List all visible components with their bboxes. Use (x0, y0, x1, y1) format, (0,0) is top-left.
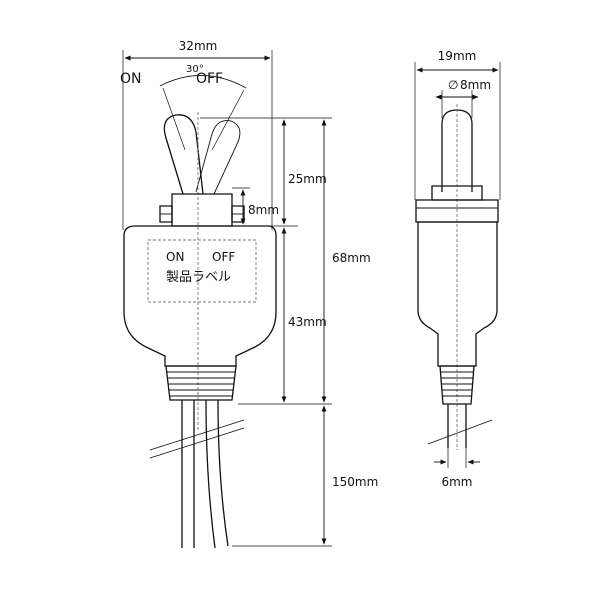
side-nut (415, 199, 499, 223)
on-position-label: ON (120, 71, 142, 87)
front-view: 32mm ON OFF 30° ON OFF 製品ラベル (120, 39, 378, 549)
product-label-name: 製品ラベル (166, 270, 231, 285)
angle-label: 30° (186, 64, 204, 75)
toggle-lever-on (163, 114, 204, 195)
side-strain-relief (439, 365, 475, 405)
side-view: 19mm ∅ 8mm (414, 49, 501, 489)
bushing (171, 193, 233, 227)
width-label: 32mm (179, 39, 218, 53)
lead-spacing-label: 6mm (441, 475, 472, 489)
nut-left (159, 205, 173, 223)
diameter-label: 8mm (460, 78, 491, 92)
total-height-label: 68mm (332, 251, 371, 265)
bushing-height-label: 8mm (248, 203, 279, 217)
body-height-label: 43mm (288, 315, 327, 329)
side-width-label: 19mm (438, 49, 477, 63)
lead-wires (149, 399, 245, 549)
side-body (417, 221, 498, 367)
lever-height-label: 25mm (288, 172, 327, 186)
product-label-on: ON (166, 250, 184, 264)
product-label-off: OFF (212, 250, 235, 264)
diameter-symbol: ∅ (448, 78, 458, 92)
switch-body (123, 225, 277, 367)
lead-length-label: 150mm (332, 475, 378, 489)
strain-relief (165, 365, 237, 401)
off-position-label: OFF (196, 71, 223, 87)
toggle-lever-off (195, 120, 241, 195)
angle-ray-left (162, 87, 186, 151)
side-collar (431, 185, 483, 201)
angle-ray-right (211, 89, 245, 151)
side-lead-wires (427, 404, 493, 448)
angle-arc (159, 75, 247, 89)
